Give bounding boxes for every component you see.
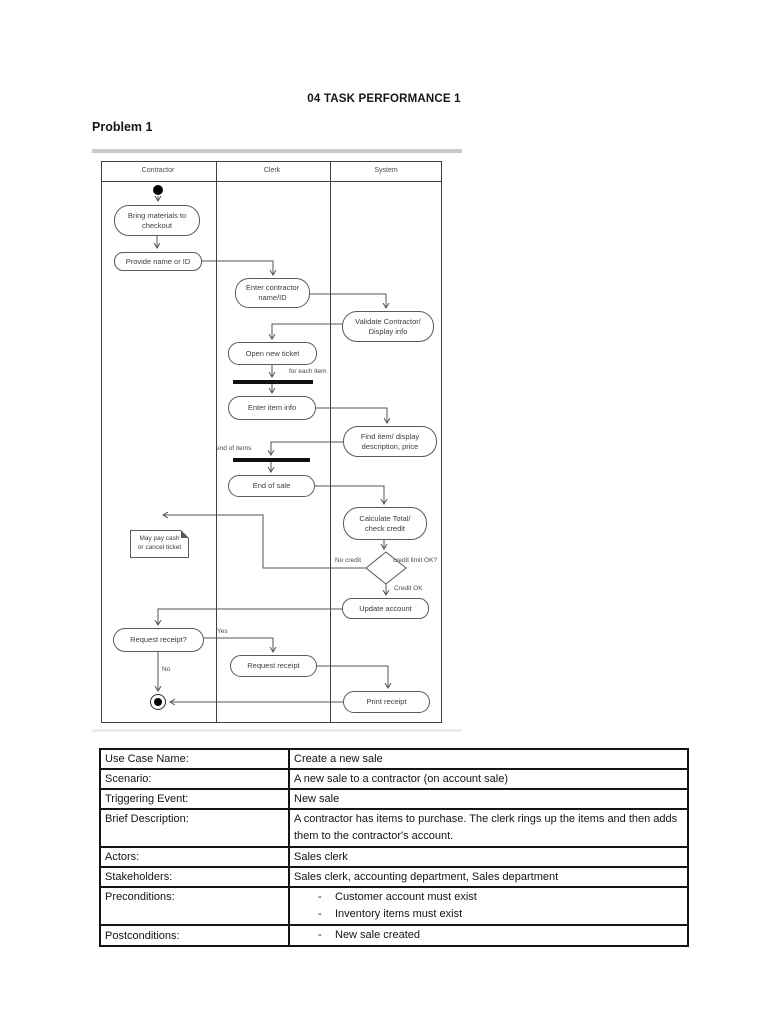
activity-open-new-ticket: Open new ticket	[228, 342, 317, 365]
row-value: - Customer account must exist - Inventory …	[288, 886, 689, 926]
activity-request-receipt-question: Request receipt?	[113, 628, 204, 652]
row-value: Create a new sale	[288, 748, 689, 770]
problem-heading: Problem 1	[92, 120, 153, 134]
initial-node	[153, 185, 163, 195]
bullet-item: - Customer account must exist	[294, 889, 683, 906]
row-label: Brief Description:	[99, 808, 290, 848]
activity-update-account: Update account	[342, 598, 429, 619]
label-for-each-item: for each item	[289, 368, 327, 375]
diagram-image-top-shadow	[92, 149, 462, 153]
use-case-table: Use Case Name: Create a new sale Scenari…	[99, 748, 689, 947]
label-yes: Yes	[217, 628, 228, 635]
diagram-image-bottom-shadow	[92, 729, 462, 732]
final-node-dot	[154, 698, 162, 706]
label-credit-limit-ok: credit limit OK?	[393, 557, 438, 564]
sync-bar-end-of-items	[233, 458, 310, 462]
row-label: Triggering Event:	[99, 788, 290, 810]
lane-divider-1	[216, 162, 217, 722]
row-value: Sales clerk	[288, 846, 689, 868]
bullet-item: - Inventory items must exist	[294, 906, 683, 923]
bullet-text: New sale created	[335, 929, 420, 941]
note-may-pay-cash: May pay cash or cancel ticket	[130, 530, 189, 558]
label-credit-ok: Credit OK	[394, 585, 423, 592]
row-label: Use Case Name:	[99, 748, 290, 770]
label-no: No	[162, 666, 171, 673]
lane-divider-2	[330, 162, 331, 722]
table-row: Stakeholders: Sales clerk, accounting de…	[99, 866, 689, 888]
activity-provide-name: Provide name or ID	[114, 252, 202, 271]
table-row: Actors: Sales clerk	[99, 846, 689, 868]
lane-header-system: System	[374, 167, 398, 174]
activity-end-of-sale: End of sale	[228, 475, 315, 497]
table-row: Preconditions: - Customer account must ex…	[99, 886, 689, 926]
activity-request-receipt: Request receipt	[230, 655, 317, 677]
bullet-dash: -	[318, 908, 322, 920]
lane-header-contractor: Contractor	[141, 167, 175, 174]
row-label: Preconditions:	[99, 886, 290, 926]
row-value: A contractor has items to purchase. The …	[288, 808, 689, 848]
lane-header-separator	[102, 181, 441, 182]
label-end-of-items: end of items	[216, 445, 252, 452]
table-row: Postconditions: - New sale created	[99, 924, 689, 947]
row-value: - New sale created	[288, 924, 689, 947]
row-value: A new sale to a contractor (on account s…	[288, 768, 689, 790]
bullet-text: Customer account must exist	[335, 891, 477, 903]
row-label: Actors:	[99, 846, 290, 868]
bullet-dash: -	[318, 929, 322, 941]
activity-validate-contractor: Validate Contractor/ Display info	[342, 311, 434, 342]
activity-bring-materials: Bring materials to checkout	[114, 205, 200, 236]
row-value: New sale	[288, 788, 689, 810]
activity-enter-item-info: Enter item info	[228, 396, 316, 420]
row-label: Scenario:	[99, 768, 290, 790]
final-node	[150, 694, 166, 710]
row-label: Stakeholders:	[99, 866, 290, 888]
bullet-dash: -	[318, 891, 322, 903]
activity-enter-contractor: Enter contractor name/ID	[235, 278, 310, 308]
page-title: 04 TASK PERFORMANCE 1	[307, 93, 461, 105]
label-no-credit: No credit	[335, 557, 362, 564]
table-row: Triggering Event: New sale	[99, 788, 689, 810]
row-value: Sales clerk, accounting department, Sale…	[288, 866, 689, 888]
row-label: Postconditions:	[99, 924, 290, 947]
table-row: Scenario: A new sale to a contractor (on…	[99, 768, 689, 790]
activity-find-item: Find item/ display description, price	[343, 426, 437, 457]
bullet-text: Inventory items must exist	[335, 908, 463, 920]
bullet-item: - New sale created	[294, 927, 683, 944]
activity-print-receipt: Print receipt	[343, 691, 430, 713]
sync-bar-for-each-item	[233, 380, 313, 384]
table-row: Brief Description: A contractor has item…	[99, 808, 689, 848]
table-row: Use Case Name: Create a new sale	[99, 748, 689, 770]
activity-calculate-total: Calculate Total/ check credit	[343, 507, 427, 540]
lane-header-clerk: Clerk	[263, 167, 281, 174]
